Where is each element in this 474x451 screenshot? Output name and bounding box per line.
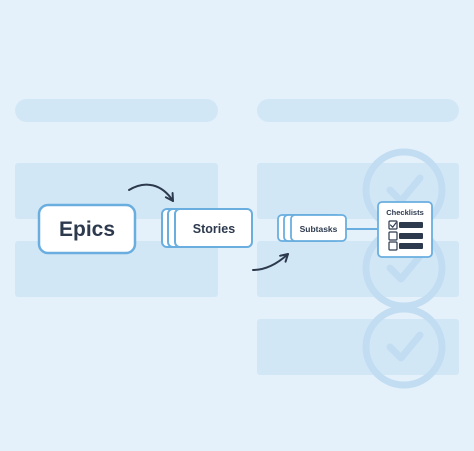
checkbox-unchecked xyxy=(388,231,398,241)
node-checklists-label: Checklists xyxy=(386,208,424,217)
node-subtasks-label: Subtasks xyxy=(300,224,338,234)
node-subtasks: Subtasks xyxy=(277,214,347,242)
checkbox-unchecked xyxy=(388,241,398,251)
placeholder-block-2 xyxy=(15,241,218,297)
checklist-item xyxy=(388,241,423,251)
node-epics: Epics xyxy=(37,203,137,255)
placeholder-block-5 xyxy=(257,319,459,375)
placeholder-bar-right xyxy=(257,99,459,122)
checklist-item-bar xyxy=(399,222,423,228)
checklist-item-bar xyxy=(399,233,423,239)
checklist-item xyxy=(388,220,423,230)
arrow-stories-to-subtasks xyxy=(252,253,289,271)
checklist-item xyxy=(388,231,423,241)
checklist-item-bar xyxy=(399,243,423,249)
node-stories-label: Stories xyxy=(193,222,235,236)
checkmark-icon xyxy=(389,222,397,228)
check-circle-icon xyxy=(362,305,446,389)
arrow-epics-to-stories xyxy=(128,183,174,202)
node-epics-label: Epics xyxy=(59,218,115,241)
node-stories: Stories xyxy=(161,208,253,248)
placeholder-bar-left xyxy=(15,99,218,122)
node-checklists: Checklists xyxy=(377,201,433,258)
checkbox-checked xyxy=(388,220,398,230)
